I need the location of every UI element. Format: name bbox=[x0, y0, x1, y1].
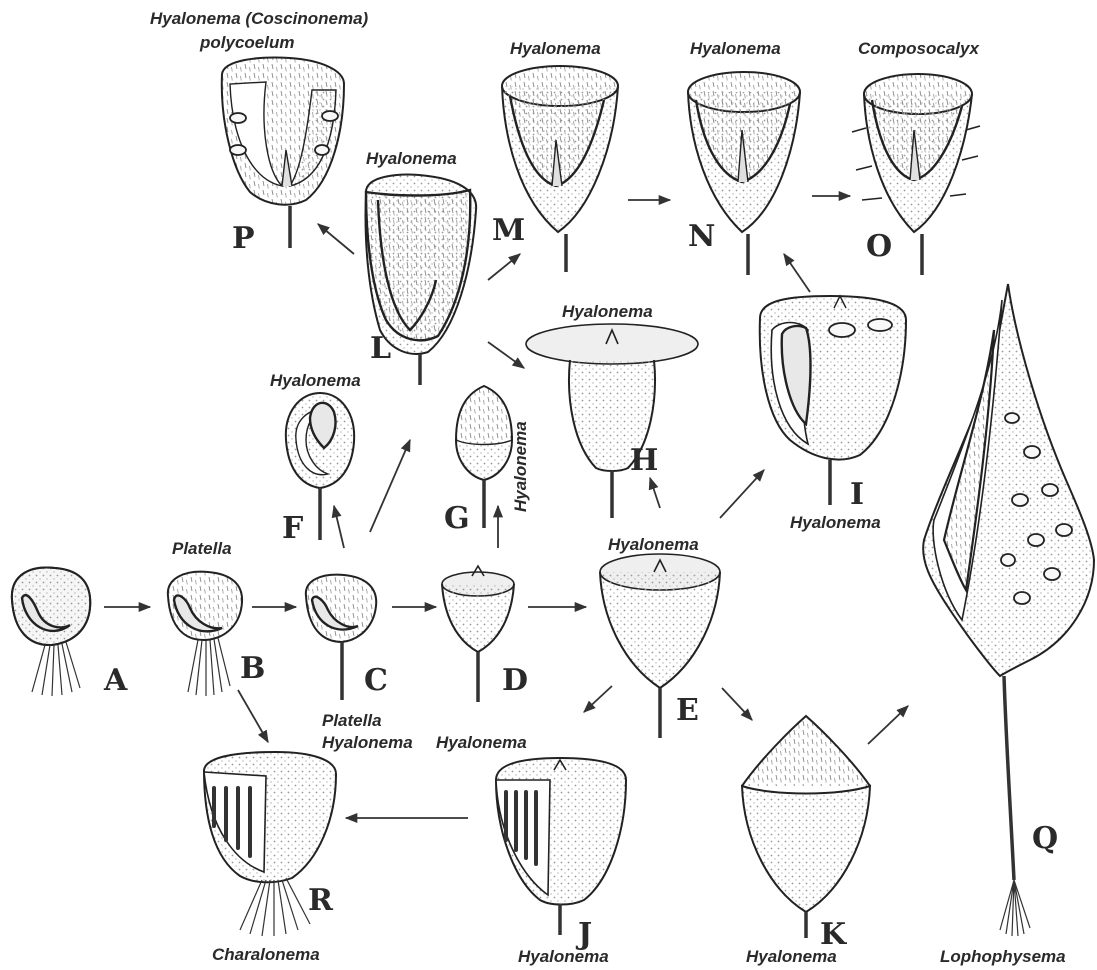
specimen-E bbox=[600, 554, 720, 738]
label-E: Hyalonema bbox=[608, 535, 699, 554]
label-M: Hyalonema bbox=[510, 39, 601, 58]
specimen-H bbox=[526, 324, 698, 518]
arrow-L-M bbox=[488, 254, 520, 280]
label-P-line2: polycoelum bbox=[199, 33, 294, 52]
letter-A: A bbox=[103, 663, 128, 698]
letter-H: H bbox=[630, 443, 658, 478]
letter-I: I bbox=[850, 477, 864, 512]
letter-N: N bbox=[688, 219, 715, 254]
specimen-A bbox=[12, 567, 90, 696]
arrow-E-H bbox=[650, 478, 660, 508]
letter-G: G bbox=[444, 501, 470, 536]
specimen-B bbox=[168, 572, 242, 696]
arrow-I-N bbox=[784, 254, 810, 292]
label-K: Hyalonema bbox=[746, 947, 837, 966]
label-G: Hyalonema bbox=[511, 421, 530, 512]
letter-M: M bbox=[492, 213, 525, 248]
label-F: Hyalonema bbox=[270, 371, 361, 390]
arrow-E-J bbox=[584, 686, 612, 712]
label-C-line2: Hyalonema bbox=[322, 733, 413, 752]
label-I: Hyalonema bbox=[790, 513, 881, 532]
letter-C: C bbox=[364, 663, 388, 698]
specimen-K bbox=[742, 716, 870, 938]
label-L: Hyalonema bbox=[366, 149, 457, 168]
specimen-P bbox=[222, 58, 344, 248]
letter-R: R bbox=[308, 883, 334, 918]
label-O: Composocalyx bbox=[858, 39, 980, 58]
letter-D: D bbox=[502, 663, 528, 698]
label-P-line1: Hyalonema (Coscinonema) bbox=[150, 9, 369, 28]
label-H: Hyalonema bbox=[562, 302, 653, 321]
label-Q: Lophophysema bbox=[940, 947, 1066, 966]
label-B: Platella bbox=[172, 539, 232, 558]
arrow-L-H bbox=[488, 342, 524, 368]
arrow-E-I bbox=[720, 470, 764, 518]
letter-Q: Q bbox=[1032, 821, 1058, 856]
label-J: Hyalonema bbox=[518, 947, 609, 966]
arrow-E-K bbox=[722, 688, 752, 720]
label-C-line1: Platella bbox=[322, 711, 382, 730]
arrow-K-Q bbox=[868, 706, 908, 744]
specimen-Q bbox=[923, 284, 1094, 936]
letter-L: L bbox=[370, 331, 391, 366]
arrow-C-F bbox=[334, 506, 344, 548]
arrow-L-P bbox=[318, 224, 354, 254]
arrow-B-R bbox=[238, 690, 268, 742]
label-D: Hyalonema bbox=[436, 733, 527, 752]
specimen-J bbox=[496, 758, 626, 935]
specimen-I bbox=[760, 296, 906, 505]
label-N: Hyalonema bbox=[690, 39, 781, 58]
letter-E: E bbox=[676, 693, 699, 728]
label-R: Charalonema bbox=[212, 945, 320, 964]
letter-O: O bbox=[866, 229, 892, 264]
letter-F: F bbox=[282, 511, 303, 546]
letter-P: P bbox=[232, 221, 255, 256]
letter-B: B bbox=[240, 651, 265, 686]
arrows bbox=[104, 196, 908, 818]
arrow-C-L bbox=[370, 440, 410, 532]
